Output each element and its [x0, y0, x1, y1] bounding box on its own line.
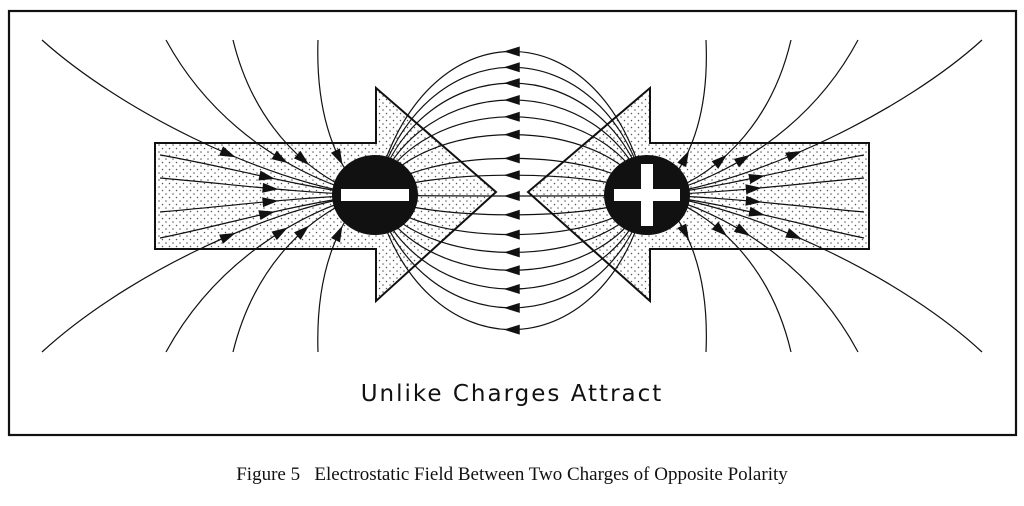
field-arrow-20: [330, 148, 343, 165]
field-arrow-26: [262, 182, 279, 193]
field-arrow-7: [503, 153, 520, 164]
field-arrow-11: [503, 229, 520, 240]
field-arrow-6: [503, 129, 520, 140]
positive-charge: [604, 155, 690, 235]
negative-side-arrow-shape: [154, 85, 498, 304]
field-arrow-35: [711, 221, 728, 237]
field-arrow-12: [503, 247, 520, 258]
field-arrow-17: [219, 146, 236, 158]
field-arrow-3: [503, 78, 520, 89]
figure-caption: Figure 5 Electrostatic Field Between Two…: [0, 464, 1024, 486]
field-arrow-38: [745, 184, 762, 195]
minus-sign-icon: [341, 189, 409, 201]
field-arrow-31: [711, 154, 728, 169]
field-line-33: [656, 194, 983, 353]
field-arrow-19: [293, 150, 310, 166]
positive-side-arrow-shape: [526, 85, 870, 304]
negative-charge: [332, 155, 418, 235]
field-arrow-23: [293, 225, 310, 240]
field-arrow-21: [219, 232, 236, 244]
field-arrow-10: [503, 209, 520, 220]
field-arrow-18: [271, 150, 288, 164]
field-arrow-2: [503, 62, 520, 73]
field-arrow-24: [330, 225, 343, 243]
field-arrow-34: [733, 223, 751, 236]
field-line-17: [41, 39, 366, 196]
field-arrow-25: [258, 170, 276, 181]
field-arrow-9: [503, 190, 520, 201]
field-arrow-33: [785, 228, 802, 240]
plus-sign-icon: [614, 164, 680, 226]
caption-number: Figure 5: [236, 464, 301, 485]
field-arrow-4: [503, 94, 520, 105]
field-arrow-13: [503, 265, 520, 276]
field-arrow-15: [503, 302, 520, 313]
field-arrow-5: [503, 111, 520, 122]
field-line-21: [41, 194, 366, 353]
field-arrow-36: [677, 223, 689, 241]
field-arrow-39: [745, 195, 762, 206]
field-arrow-22: [271, 227, 288, 241]
field-arrow-8: [503, 170, 520, 181]
field-arrow-27: [262, 197, 279, 208]
field-arrow-30: [733, 154, 751, 168]
field-arrow-16: [503, 324, 520, 335]
field-arrow-40: [748, 206, 765, 217]
diagram-label: Unlike Charges Attract: [361, 381, 664, 407]
field-arrow-37: [748, 174, 765, 184]
field-line-29: [656, 39, 983, 196]
caption-text: Electrostatic Field Between Two Charges …: [314, 464, 788, 485]
field-arrow-32: [677, 150, 689, 168]
field-arrow-28: [258, 210, 276, 221]
field-arrow-1: [503, 46, 520, 57]
field-arrow-29: [785, 151, 802, 162]
field-arrow-14: [503, 284, 520, 295]
